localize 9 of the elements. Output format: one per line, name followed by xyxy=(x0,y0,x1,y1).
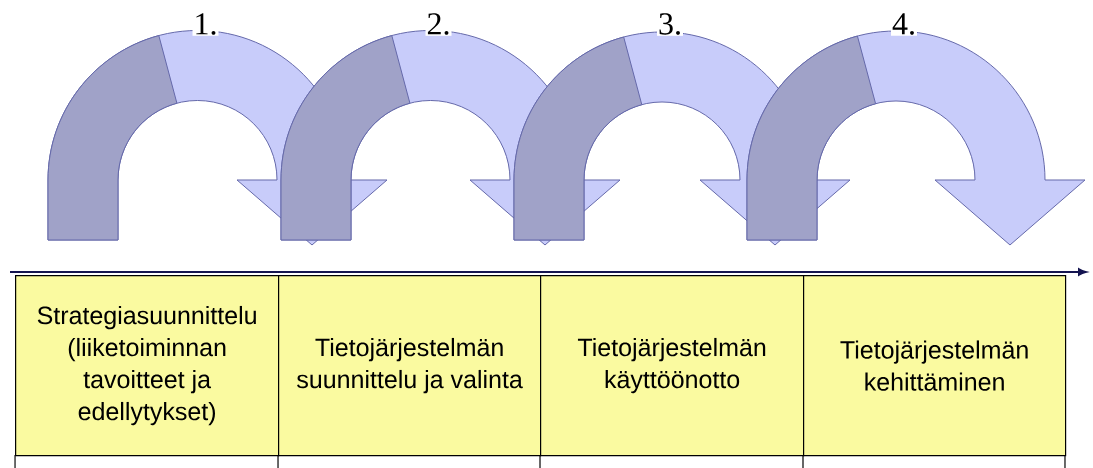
step-number: 3. xyxy=(657,12,683,36)
curved-arrow xyxy=(746,30,1086,246)
phase-box: Tietojärjestelmän kehittäminen xyxy=(803,275,1067,457)
step-number: 4. xyxy=(891,12,917,36)
phase-box: Tietojärjestelmän käyttöönotto xyxy=(540,275,805,457)
phase-box: Strategiasuunnittelu (liiketoiminnan tavoitteet ja edellytykset) xyxy=(15,275,280,457)
phase-box: Tietojärjestelmän suunnittelu ja valinta xyxy=(278,275,542,457)
step-number: 1. xyxy=(192,12,219,36)
step-number: 2. xyxy=(425,12,452,36)
